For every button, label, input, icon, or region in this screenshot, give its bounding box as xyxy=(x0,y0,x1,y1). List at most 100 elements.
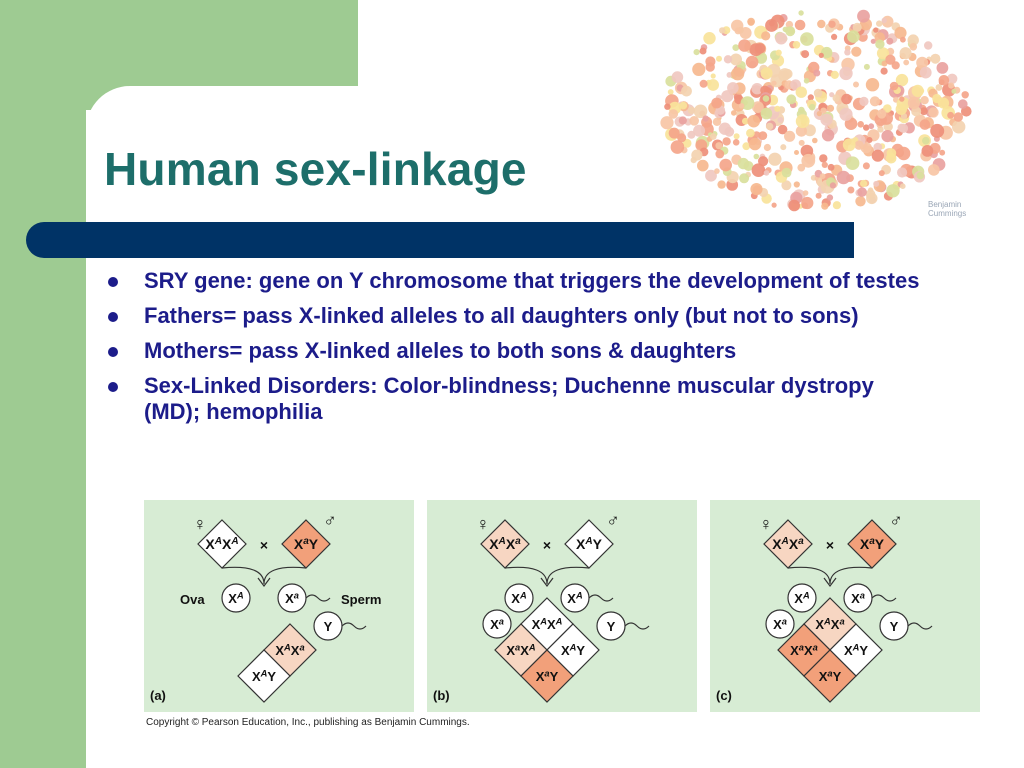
plate-dot xyxy=(778,68,792,81)
plate-dot xyxy=(670,140,685,154)
plate-dot xyxy=(807,94,814,101)
bullet-item: Sex-Linked Disorders: Color-blindness; D… xyxy=(104,373,924,425)
plate-dot xyxy=(907,96,920,110)
ova-label: Ova xyxy=(180,592,205,607)
plate-dot xyxy=(859,96,869,107)
plate-dot xyxy=(795,86,807,98)
bullet-text: Fathers= pass X-linked alleles to all da… xyxy=(144,303,859,328)
egg-gamete-label: Xa xyxy=(490,616,504,632)
plate-dot xyxy=(886,37,894,45)
plate-dot xyxy=(951,88,957,94)
plate-dot xyxy=(866,192,878,205)
plate-dot xyxy=(697,159,709,172)
panel-label: (b) xyxy=(433,688,450,703)
plate-dot xyxy=(875,39,885,49)
plate-dot xyxy=(678,116,687,125)
plate-dot xyxy=(667,89,674,95)
bullet-list: SRY gene: gene on Y chromosome that trig… xyxy=(104,268,924,434)
mother-genotype: XAXa xyxy=(489,536,521,552)
plate-dot xyxy=(712,117,722,127)
plate-dot xyxy=(860,179,868,188)
bullet-item: SRY gene: gene on Y chromosome that trig… xyxy=(104,268,924,294)
father-genotype: XaY xyxy=(860,536,885,552)
plate-dot xyxy=(710,73,716,79)
panel-label: (a) xyxy=(150,688,166,703)
offspring-genotype: XAXa xyxy=(275,642,304,658)
plate-dot xyxy=(873,142,883,152)
plate-dot xyxy=(961,91,969,99)
bullet-text: SRY gene: gene on Y chromosome that trig… xyxy=(144,268,920,293)
plate-dot xyxy=(664,103,671,110)
plate-dot xyxy=(948,82,955,89)
plate-dot xyxy=(930,53,941,64)
offspring-genotype: XaXA xyxy=(506,642,536,658)
plate-dot xyxy=(863,63,870,70)
panel-label: (c) xyxy=(716,688,732,703)
plate-dot xyxy=(854,140,864,150)
plate-dot xyxy=(748,137,762,151)
plate-dot xyxy=(857,187,867,197)
plate-dot xyxy=(922,136,930,145)
offspring-cell xyxy=(803,649,857,703)
egg-gamete xyxy=(765,609,795,639)
arrow-head xyxy=(823,577,837,587)
plate-dot xyxy=(742,142,751,151)
plate-dot xyxy=(916,171,925,180)
plate-dot xyxy=(938,75,950,86)
plate-dot xyxy=(681,85,692,97)
sperm-tail xyxy=(907,622,933,630)
plate-dot xyxy=(894,26,907,39)
plate-dot xyxy=(876,20,883,27)
plate-dot xyxy=(775,49,782,56)
plate-dot xyxy=(738,103,745,109)
plate-dot xyxy=(781,180,792,191)
plate-dot xyxy=(797,163,806,172)
mother-genotype: XAXa xyxy=(772,536,804,552)
plate-dot xyxy=(752,101,764,113)
plate-dot xyxy=(867,187,874,193)
plate-dot xyxy=(738,39,751,52)
offspring-genotype: XaY xyxy=(819,668,842,684)
plate-dot xyxy=(830,70,839,79)
offspring-genotype: XAXA xyxy=(532,616,563,632)
plate-dot xyxy=(693,49,700,56)
plate-dot xyxy=(715,149,725,159)
plate-dot xyxy=(737,157,750,170)
plate-dot xyxy=(739,173,750,184)
plate-dot xyxy=(820,107,827,114)
plate-dot xyxy=(958,99,968,109)
plate-dot xyxy=(878,170,885,177)
egg-gamete xyxy=(787,583,817,613)
plate-dot xyxy=(753,153,760,160)
plate-dot xyxy=(731,67,745,81)
plate-dot xyxy=(899,47,912,60)
plate-dot xyxy=(699,47,707,55)
plate-dot xyxy=(703,32,716,45)
plate-dot xyxy=(852,22,862,32)
mother-genotype: XAXA xyxy=(205,536,238,552)
plate-dot xyxy=(897,167,908,178)
left-green-margin xyxy=(0,0,86,768)
plate-dot xyxy=(883,104,892,113)
plate-dot xyxy=(795,125,807,137)
sperm-tail xyxy=(871,594,897,602)
plate-dot xyxy=(715,142,723,150)
plate-dot xyxy=(765,19,778,32)
plate-dot xyxy=(808,103,816,111)
plate-dot xyxy=(690,157,697,164)
plate-dot xyxy=(668,109,679,119)
plate-dot xyxy=(900,36,906,43)
plate-dot xyxy=(952,120,966,134)
father-genotype: XaY xyxy=(294,536,319,552)
plate-dot xyxy=(693,104,708,119)
sperm-tail xyxy=(588,594,614,602)
cross-symbol: × xyxy=(543,537,551,553)
sperm-gamete-label: Xa xyxy=(285,590,299,606)
plate-dot xyxy=(739,27,752,39)
plate-dot xyxy=(899,96,905,102)
offspring-cell xyxy=(520,649,574,703)
plate-dot xyxy=(717,180,726,189)
cross-connector xyxy=(504,566,590,585)
